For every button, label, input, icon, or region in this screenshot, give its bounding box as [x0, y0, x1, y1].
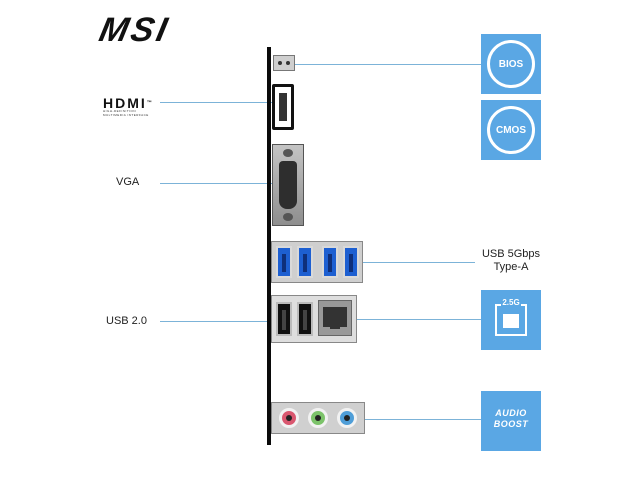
usb-tongue [303, 310, 307, 330]
io-backplate [267, 47, 271, 445]
hdmi-port-opening [279, 93, 287, 121]
usb-2-lan-block [271, 295, 357, 343]
usb-tongue [328, 254, 332, 272]
connector-line-usb-2 [160, 321, 280, 322]
lan-port-opening [323, 307, 347, 329]
vga-port [272, 144, 304, 226]
usb-5gbps-port [297, 246, 313, 278]
connector-line-hdmi [160, 102, 278, 103]
audio-boost-icon: AUDIO BOOST [481, 391, 541, 451]
label-usb-2: USB 2.0 [106, 315, 147, 327]
connector-line-usb-5gbps [355, 262, 475, 263]
bios-flashback-icon: BIOS [481, 34, 541, 94]
bios-flash-button [273, 55, 295, 71]
vga-screw-top [283, 149, 293, 157]
hdmi-port [272, 84, 294, 130]
label-usb-5gbps-speed: USB 5Gbps [481, 248, 541, 260]
audio-jack-pink [279, 408, 299, 428]
audio-jack-green [308, 408, 328, 428]
usb-2-port [297, 302, 313, 336]
connector-line-vga [160, 183, 285, 184]
audio-jacks [271, 402, 365, 434]
label-vga: VGA [116, 176, 140, 188]
ethernet-plug-icon [503, 314, 519, 328]
lan-2-5g-icon: 2.5G [481, 290, 541, 350]
lan-port [318, 300, 352, 336]
audio-boost-line-1: AUDIO [495, 408, 527, 418]
usb-5gbps-port [343, 246, 359, 278]
audio-boost-text: AUDIO BOOST [481, 408, 541, 430]
usb-tongue [282, 254, 286, 272]
vga-screw-bottom [283, 213, 293, 221]
usb-tongue [349, 254, 353, 272]
usb-2-port [276, 302, 292, 336]
usb-tongue [282, 310, 286, 330]
label-usb-5gbps-type: Type-A [493, 261, 529, 273]
audio-jack-blue [337, 408, 357, 428]
label-usb-5gbps: USB 5Gbps Type-A [476, 248, 546, 274]
cmos-tile-text: CMOS [496, 125, 526, 136]
clear-cmos-icon: CMOS [481, 100, 541, 160]
hdmi-tagline: HIGH-DEFINITION MULTIMEDIA INTERFACE [103, 109, 149, 117]
vga-d-sub [279, 161, 297, 209]
bios-tile-text: BIOS [498, 59, 524, 70]
usb-tongue [303, 254, 307, 272]
connector-line-bios [290, 64, 481, 65]
refresh-ring-icon [487, 40, 535, 88]
msi-logo: MSI [95, 11, 174, 49]
hdmi-logo: HDMI™ [103, 96, 154, 110]
usb-5gbps-ports [271, 241, 363, 283]
hdmi-logo-text: HDMI [103, 95, 147, 111]
usb-5gbps-port [276, 246, 292, 278]
refresh-ring-icon [487, 106, 535, 154]
connector-line-lan [340, 319, 481, 320]
usb-5gbps-port [322, 246, 338, 278]
lan-speed-badge: 2.5G [501, 298, 521, 308]
connector-line-audio [350, 419, 481, 420]
hdmi-trademark: ™ [146, 100, 154, 106]
audio-boost-line-2: BOOST [493, 419, 529, 429]
